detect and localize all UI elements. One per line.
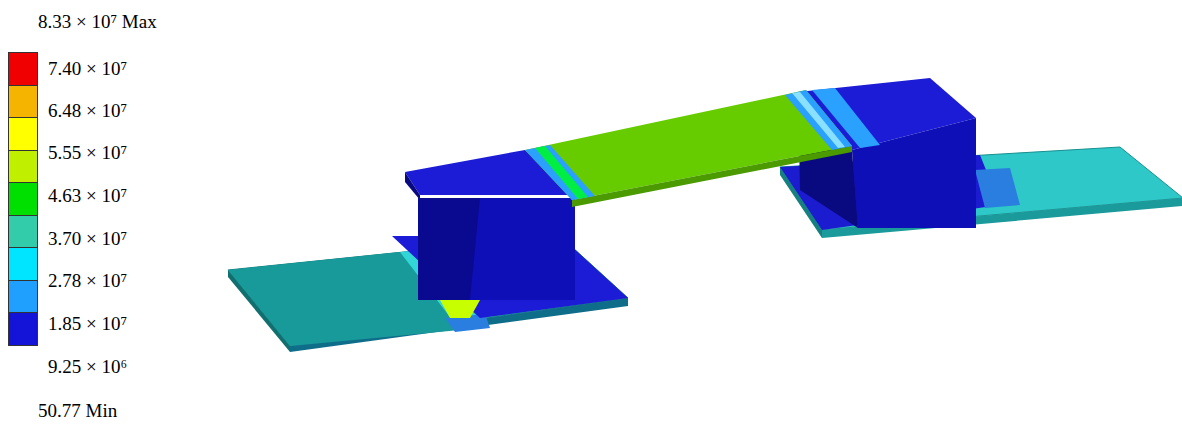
legend-value: 3.70 × 10⁷: [48, 229, 127, 248]
legend-value: 7.40 × 10⁷: [48, 59, 127, 78]
legend-swatch: [8, 52, 38, 86]
legend-value: 2.78 × 10⁷: [48, 271, 127, 290]
legend-swatch: [8, 150, 38, 184]
scale-max-label: 8.33 × 10⁷ Max: [38, 12, 157, 31]
legend-swatch: [8, 280, 38, 314]
legend-swatch: [8, 247, 38, 281]
legend-swatch: [8, 85, 38, 119]
legend-value: 50.77 Min: [38, 401, 117, 420]
legend-value: 9.25 × 10⁶: [48, 357, 127, 376]
legend-swatch: [8, 117, 38, 151]
legend-value: 4.63 × 10⁷: [48, 186, 127, 205]
legend-value: 5.55 × 10⁷: [48, 143, 127, 162]
legend-value: 1.85 × 10⁷: [48, 314, 127, 333]
legend-swatch: [8, 215, 38, 249]
legend-swatch: [8, 182, 38, 216]
legend-swatch: [8, 312, 38, 346]
legend-value: 6.48 × 10⁷: [48, 101, 127, 120]
